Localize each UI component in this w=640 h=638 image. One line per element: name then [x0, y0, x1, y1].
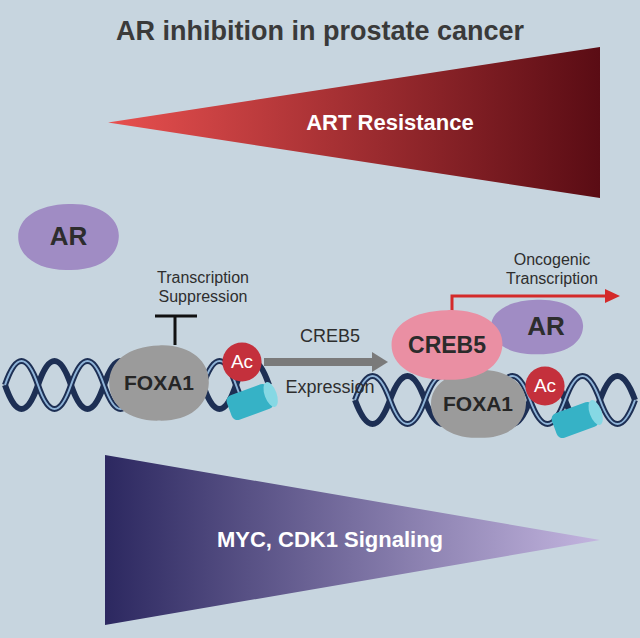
- nucleosome: [225, 380, 281, 422]
- acetyl-mark: Ac: [525, 366, 565, 406]
- arrowhead: [372, 352, 388, 372]
- gradient-wedge: ART Resistance: [108, 47, 600, 198]
- node-text: FOXA1: [124, 371, 194, 395]
- gradient-wedge: MYC, CDK1 Signaling: [105, 455, 600, 625]
- nucleosome-cap: [261, 380, 281, 409]
- protein-blob: FOXA1: [106, 343, 212, 423]
- node-text: MYC, CDK1 Signaling: [217, 527, 443, 552]
- diagram-title: AR inhibition in prostate cancer: [0, 16, 640, 47]
- blob-shape: [491, 300, 583, 355]
- acetyl-mark: Ac: [222, 342, 262, 382]
- blob-shape: [431, 370, 526, 438]
- node-text: Ac: [534, 375, 556, 397]
- node-text: CREB5: [408, 332, 486, 358]
- annotation-label: Oncogenic Transcription: [482, 250, 622, 288]
- blob-shape: [18, 204, 119, 270]
- annotation-label: Expression: [270, 377, 390, 399]
- node-text: FOXA1: [443, 392, 513, 416]
- node-text: Ac: [231, 351, 253, 373]
- wedge-shape: [105, 455, 600, 625]
- protein-blob: AR: [488, 298, 586, 356]
- annotation-label: Transcription Suppression: [128, 268, 278, 306]
- circle-shape: [222, 342, 261, 381]
- annotation-label: CREB5: [270, 326, 390, 348]
- inhibition-bar: [155, 316, 197, 345]
- protein-blob: CREB5: [388, 308, 506, 382]
- protein-blob: AR: [15, 202, 122, 272]
- node-text: AR: [527, 312, 565, 342]
- arrowhead: [605, 289, 620, 303]
- blob-shape: [109, 345, 209, 420]
- process-arrow: [264, 358, 374, 366]
- node-text: AR: [50, 222, 88, 252]
- wedge-shape: [108, 47, 600, 198]
- nucleosome-cap: [586, 398, 606, 427]
- circle-shape: [525, 366, 564, 405]
- nucleosome: [550, 398, 606, 440]
- blob-shape: [392, 310, 503, 380]
- node-text: ART Resistance: [306, 110, 474, 135]
